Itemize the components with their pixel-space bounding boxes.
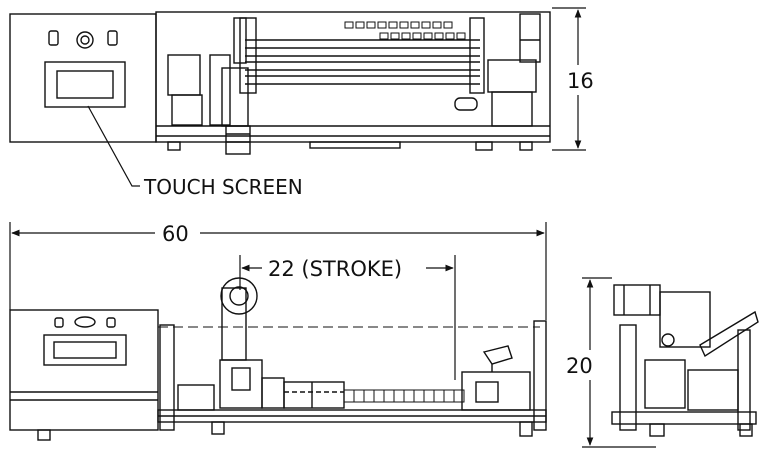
front-carriage: [219, 359, 263, 409]
dimension-stroke-label: 22 (STROKE): [268, 257, 402, 281]
front-tailstock-block: [475, 381, 499, 403]
spool-tower: [221, 287, 247, 361]
front-view: [9, 277, 547, 441]
side-left-plate: [619, 324, 637, 431]
foot: [167, 141, 181, 151]
front-touch-screen-display: [53, 341, 117, 359]
left-end-plate: [159, 324, 175, 431]
front-view-control-box: [9, 309, 159, 431]
toggle-clamp: [482, 345, 513, 365]
side-guide-plate: [699, 310, 759, 358]
front-foot: [211, 421, 225, 435]
dimension-60: [9, 222, 547, 320]
side-foot: [649, 423, 665, 437]
front-rail-block: [283, 381, 345, 409]
touch-screen-leader: [87, 105, 140, 187]
control-knob-center: [80, 35, 90, 45]
front-knob: [74, 316, 96, 328]
spool-inner: [229, 286, 249, 306]
dimension-60-label: 60: [162, 222, 189, 246]
top-view-tailstock: [454, 13, 541, 127]
side-clamp-block: [687, 369, 739, 411]
front-button-left: [54, 317, 64, 328]
front-button-right: [106, 317, 116, 328]
side-knob: [661, 333, 675, 347]
front-foot: [519, 421, 533, 437]
dimension-20-label: 20: [566, 354, 593, 378]
dimension-16-label: 16: [567, 69, 594, 93]
side-right-plate: [737, 329, 751, 431]
top-view: [9, 11, 551, 155]
dimension-20: [582, 277, 656, 448]
top-view-control-box: [9, 13, 157, 143]
front-tailstock: [461, 371, 531, 411]
touch-screen-label: TOUCH SCREEN: [143, 175, 303, 199]
top-view-carriage: [167, 17, 251, 155]
front-chain: [343, 389, 465, 403]
foot: [475, 141, 493, 151]
right-end-plate: [533, 320, 547, 431]
side-carriage: [644, 359, 686, 409]
front-foot: [37, 429, 51, 441]
control-button-left: [48, 30, 59, 46]
front-motor: [177, 384, 215, 411]
foot: [519, 141, 533, 151]
cable-chain-top: [344, 21, 466, 40]
linear-rails: [239, 17, 485, 94]
bed-plate: [309, 141, 401, 149]
dimension-16: [552, 7, 586, 151]
side-head: [659, 291, 711, 348]
side-foot: [739, 423, 753, 437]
front-carriage-block: [231, 367, 251, 391]
control-button-right: [107, 30, 118, 46]
control-knob: [76, 31, 94, 49]
front-carriage-side: [261, 377, 285, 409]
touch-screen-frame: [44, 61, 126, 108]
side-view: [611, 284, 759, 437]
spool-outer: [220, 277, 258, 315]
front-touch-screen-frame: [43, 334, 127, 366]
top-view-bed: [155, 11, 551, 143]
side-base: [611, 411, 757, 425]
side-spool: [613, 284, 661, 316]
dimension-stroke: [239, 255, 456, 380]
touch-screen-display: [56, 70, 114, 99]
